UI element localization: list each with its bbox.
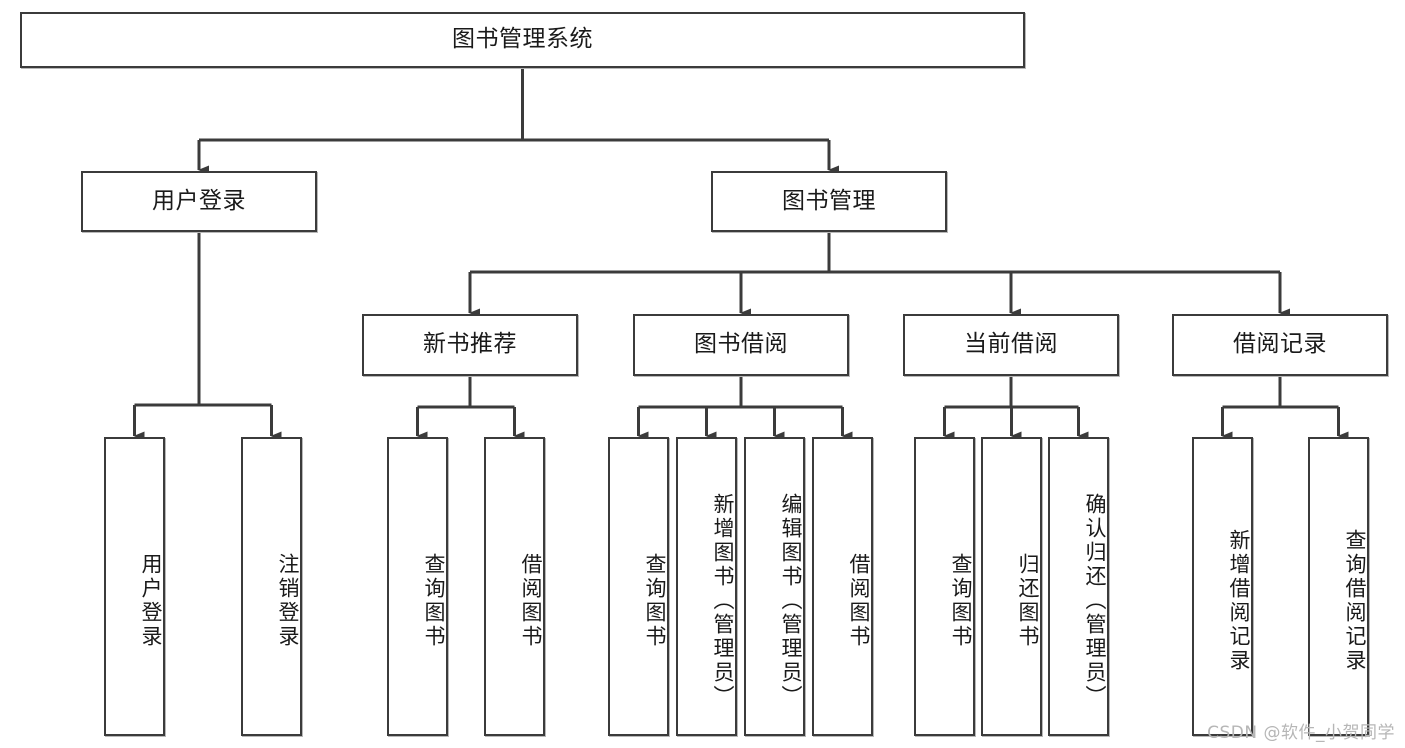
edge-layer bbox=[133, 68, 1349, 441]
node-label: 图书管理系统 bbox=[452, 26, 593, 53]
node-leaf-query-book-3[interactable]: 查询图书 bbox=[914, 437, 975, 736]
node-label: 图书借阅 bbox=[694, 331, 788, 358]
node-leaf-add-book[interactable]: 新增图书（管理员） bbox=[676, 437, 737, 736]
watermark-label: CSDN @软件_小贺同学 bbox=[1207, 723, 1395, 743]
node-label: 查询图书 bbox=[643, 552, 667, 649]
node-label: 图书管理 bbox=[782, 187, 876, 214]
node-label: 查询借阅记录 bbox=[1343, 528, 1367, 673]
node-label: 注销登录 bbox=[276, 552, 300, 649]
node-leaf-user-login[interactable]: 用户登录 bbox=[104, 437, 165, 736]
node-label: 新书推荐 bbox=[423, 331, 517, 358]
node-label: 借阅图书 bbox=[519, 552, 543, 649]
node-label: 用户登录 bbox=[152, 187, 246, 214]
node-label: 借阅图书 bbox=[847, 552, 871, 649]
node-new-book-rec[interactable]: 新书推荐 bbox=[362, 314, 578, 376]
node-label: 查询图书 bbox=[949, 552, 973, 649]
node-leaf-return-book[interactable]: 归还图书 bbox=[981, 437, 1042, 736]
node-label: 编辑图书（管理员） bbox=[779, 492, 803, 709]
node-label: 用户登录 bbox=[139, 552, 163, 649]
node-leaf-add-record[interactable]: 新增借阅记录 bbox=[1192, 437, 1253, 736]
node-leaf-confirm-return[interactable]: 确认归还（管理员） bbox=[1048, 437, 1109, 736]
node-leaf-borrow-book-1[interactable]: 借阅图书 bbox=[484, 437, 545, 736]
node-borrow-record[interactable]: 借阅记录 bbox=[1172, 314, 1388, 376]
node-leaf-query-book-1[interactable]: 查询图书 bbox=[387, 437, 448, 736]
node-label: 新增借阅记录 bbox=[1227, 528, 1251, 673]
node-label: 确认归还（管理员） bbox=[1083, 492, 1107, 709]
node-leaf-query-record[interactable]: 查询借阅记录 bbox=[1308, 437, 1369, 736]
node-label: 借阅记录 bbox=[1233, 331, 1327, 358]
node-leaf-logout[interactable]: 注销登录 bbox=[241, 437, 302, 736]
node-root[interactable]: 图书管理系统 bbox=[20, 12, 1025, 68]
node-label: 新增图书（管理员） bbox=[711, 492, 735, 709]
node-book-borrow[interactable]: 图书借阅 bbox=[633, 314, 849, 376]
node-book-manage[interactable]: 图书管理 bbox=[711, 171, 947, 232]
node-current-borrow[interactable]: 当前借阅 bbox=[903, 314, 1119, 376]
node-user-login[interactable]: 用户登录 bbox=[81, 171, 317, 232]
node-label: 当前借阅 bbox=[964, 331, 1058, 358]
node-leaf-borrow-book-2[interactable]: 借阅图书 bbox=[812, 437, 873, 736]
node-leaf-query-book-2[interactable]: 查询图书 bbox=[608, 437, 669, 736]
node-label: 查询图书 bbox=[422, 552, 446, 649]
node-label: 归还图书 bbox=[1016, 552, 1040, 649]
node-leaf-edit-book[interactable]: 编辑图书（管理员） bbox=[744, 437, 805, 736]
